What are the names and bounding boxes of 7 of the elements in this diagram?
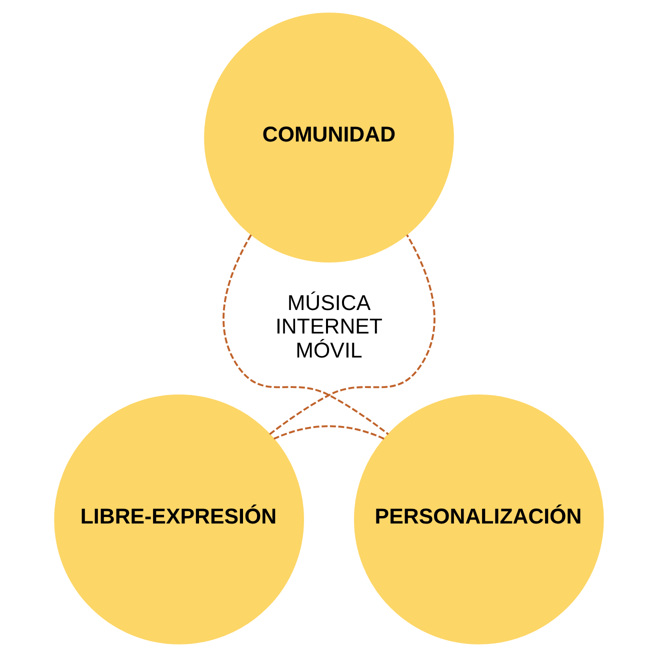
node-circle: COMUNIDAD (204, 12, 454, 262)
label: MÚSICA INTERNET MÓVIL (275, 290, 383, 363)
connector (222, 234, 389, 435)
node-circle: PERSONALIZACIÓN (354, 394, 604, 644)
node-circle: LIBRE-EXPRESIÓN (54, 394, 304, 644)
connector (269, 234, 436, 435)
connector (274, 425, 384, 440)
